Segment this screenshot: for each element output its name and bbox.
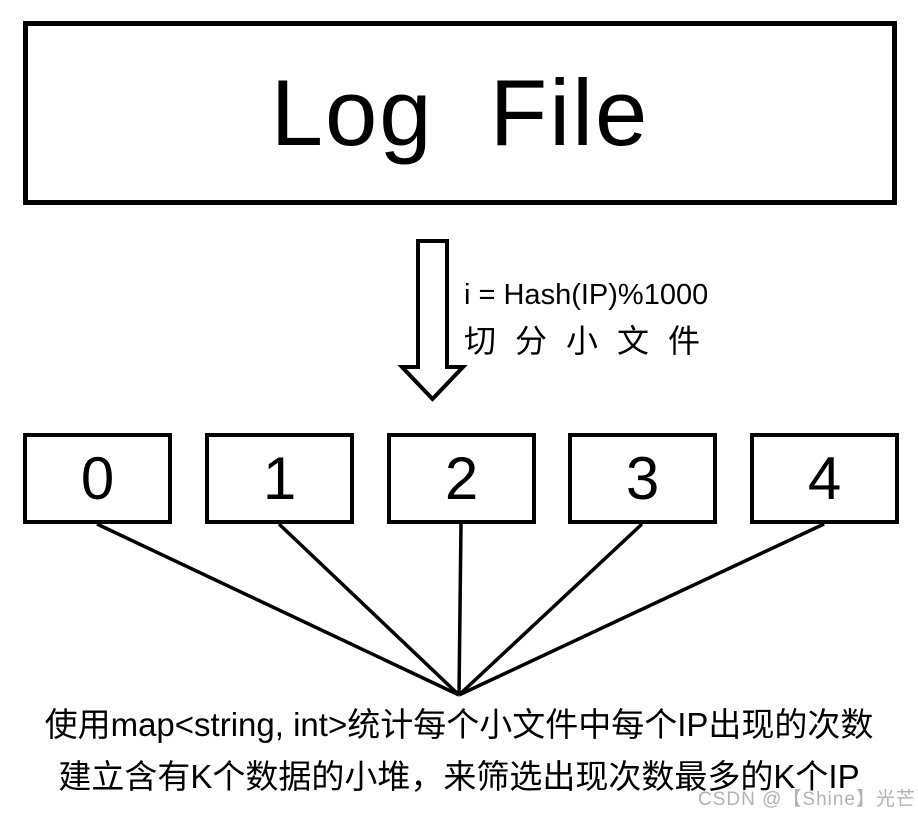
bottom-note-line1: 使用map<string, int>统计每个小文件中每个IP出现的次数 xyxy=(44,706,874,743)
bucket-box-3: 3 xyxy=(568,433,717,524)
bucket-label-1: 1 xyxy=(262,444,297,512)
converging-line-0 xyxy=(96,522,460,697)
converging-line-3 xyxy=(457,522,644,697)
bucket-label-3: 3 xyxy=(625,444,660,512)
bucket-box-0: 0 xyxy=(23,433,172,524)
log-file-label: Log File xyxy=(270,60,650,165)
watermark: CSDN @【Shine】光芒 xyxy=(698,789,916,810)
converging-line-2 xyxy=(457,523,463,696)
converging-line-1 xyxy=(277,522,461,697)
split-files-caption: 切分小文件 xyxy=(464,322,720,359)
bucket-label-4: 4 xyxy=(807,444,842,512)
bucket-box-1: 1 xyxy=(205,433,354,524)
log-file-box: Log File xyxy=(23,21,897,205)
converging-line-4 xyxy=(458,522,825,697)
hash-annotation: i = Hash(IP)%1000 切分小文件 xyxy=(464,279,720,359)
bottom-note-line2: 建立含有K个数据的小堆，来筛选出现次数最多的K个IP xyxy=(58,758,860,795)
hash-formula-text: i = Hash(IP)%1000 xyxy=(464,279,709,311)
bucket-label-0: 0 xyxy=(80,444,115,512)
bucket-box-2: 2 xyxy=(387,433,536,524)
down-arrow-icon xyxy=(397,239,468,402)
bucket-box-4: 4 xyxy=(750,433,899,524)
bucket-label-2: 2 xyxy=(444,444,479,512)
